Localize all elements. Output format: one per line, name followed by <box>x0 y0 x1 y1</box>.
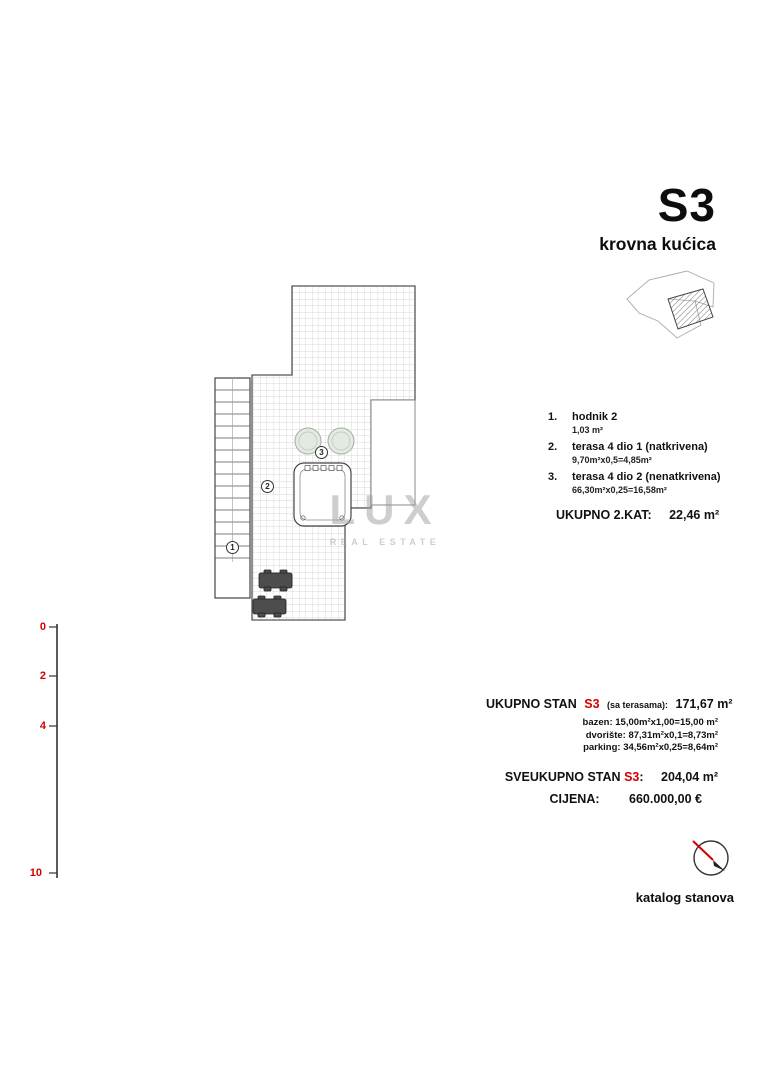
scale-number-0: 0 <box>39 621 46 633</box>
floor-total: UKUPNO 2.KAT: 22,46 m² <box>556 508 719 522</box>
summary-grand-total: SVEUKUPNO STAN S3: 204,04 m² <box>486 770 718 784</box>
area-marker-3: 3 <box>315 446 328 459</box>
compass-icon <box>692 840 729 876</box>
summary-price: CIJENA: 660.000,00 € <box>486 791 703 806</box>
grand-total-label: SVEUKUPNO STAN <box>504 769 621 784</box>
legend-item-1: 1. hodnik 2 1,03 m² <box>548 411 724 436</box>
legend-item-number: 3. <box>548 471 558 483</box>
scale-number-2: 2 <box>39 670 46 682</box>
staircase <box>214 377 251 599</box>
legend-item-label: terasa 4 dio 2 (nenatkrivena) <box>572 471 721 483</box>
legend-item-3: 3. terasa 4 dio 2 (nenatkrivena) 66,30m²… <box>548 471 724 496</box>
katalog-stanova-link[interactable]: katalog stanova <box>635 890 734 905</box>
room-legend: 1. hodnik 2 1,03 m² 2. terasa 4 dio 1 (n… <box>548 411 724 501</box>
scale-bar <box>49 624 58 878</box>
summary-total-value: 171,67 m² <box>675 697 733 711</box>
summary-total-note: (sa terasama): <box>607 700 669 710</box>
grand-total-unit-code: S3 <box>624 769 640 784</box>
price-label: CIJENA: <box>549 791 600 806</box>
scale-number-4: 4 <box>39 720 46 732</box>
price-value: 660.000,00 € <box>629 791 702 806</box>
legend-item-formula: 9,70m²x0,5=4,85m² <box>572 455 652 465</box>
unit-code: S3 <box>657 179 716 231</box>
legend-item-label: terasa 4 dio 1 (natkrivena) <box>572 441 708 453</box>
summary-detail-parking: parking: 34,56m²x0,25=8,64m² <box>583 742 718 753</box>
unit-header: S3 krovna kućica <box>599 182 716 255</box>
summary-total-line: UKUPNO STAN S3 (sa terasama): 171,67 m² <box>486 697 733 711</box>
legend-item-formula: 1,03 m² <box>572 425 604 435</box>
summary-detail-bazen: bazen: 15,00m²x1,00=15,00 m² <box>582 717 718 728</box>
summary-unit-code: S3 <box>584 697 600 711</box>
unit-subtitle: krovna kućica <box>599 234 716 254</box>
tree-icons <box>294 427 355 455</box>
grand-total-value: 204,04 m² <box>661 769 718 784</box>
area-marker-1: 1 <box>226 541 239 554</box>
floor-total-value: 22,46 m² <box>669 508 720 522</box>
scale-number-10: 10 <box>29 867 42 879</box>
summary-detail-dvoriste: dvorište: 87,31m²x0,1=8,73m² <box>585 729 718 741</box>
legend-item-number: 2. <box>548 441 558 453</box>
summary-detail-lines: bazen: 15,00m²x1,00=15,00 m² dvorište: 8… <box>486 717 718 755</box>
area-marker-2: 2 <box>261 480 274 493</box>
legend-item-2: 2. terasa 4 dio 1 (natkrivena) 9,70m²x0,… <box>548 441 724 466</box>
terrace-furniture <box>252 569 293 618</box>
legend-item-number: 1. <box>548 411 558 423</box>
legend-item-formula: 66,30m²x0,25=16,58m² <box>572 485 667 495</box>
site-plan-thumbnail <box>626 270 715 339</box>
apartment-summary: UKUPNO STAN S3 (sa terasama): 171,67 m² … <box>486 697 733 806</box>
legend-item-label: hodnik 2 <box>572 411 618 423</box>
floor-total-label: UKUPNO 2.KAT: <box>556 508 652 522</box>
jacuzzi <box>293 462 352 527</box>
grand-total-colon: : <box>639 769 644 784</box>
summary-total-label: UKUPNO STAN <box>486 697 577 711</box>
adjacent-roof-outline <box>370 399 416 506</box>
